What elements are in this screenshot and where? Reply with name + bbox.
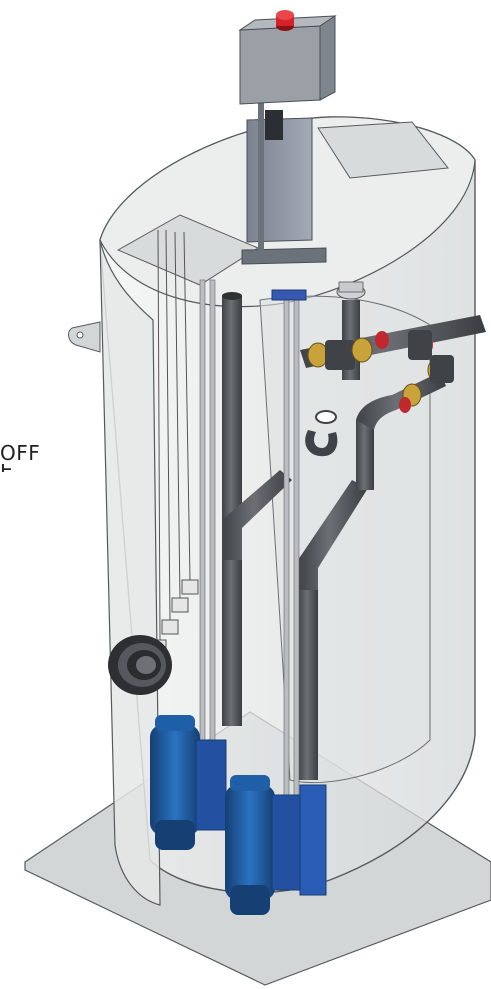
inlet-hub bbox=[108, 635, 172, 695]
access-hatch-right bbox=[317, 121, 449, 179]
rail-bracket bbox=[271, 289, 307, 301]
check-valves bbox=[307, 330, 454, 413]
mounting-tab bbox=[68, 321, 101, 353]
guide-rail-2 bbox=[209, 279, 216, 751]
pipe-u-bend bbox=[305, 430, 338, 457]
float-label-partial: E bbox=[0, 464, 40, 472]
float-label: OFF E bbox=[0, 442, 40, 472]
pump-right bbox=[225, 775, 327, 915]
pump-left bbox=[150, 715, 227, 850]
guide-rail-4 bbox=[293, 299, 300, 801]
float-switches bbox=[149, 229, 199, 655]
guide-rail-1 bbox=[199, 279, 206, 751]
control-box bbox=[238, 15, 337, 265]
discharge-riser-right bbox=[298, 580, 318, 780]
discharge-elbow-right bbox=[298, 480, 368, 590]
pipe-vertical-upper bbox=[356, 420, 374, 490]
tank-front-wall bbox=[99, 239, 161, 906]
alarm-light bbox=[276, 10, 294, 31]
discharge-riser-left bbox=[222, 296, 242, 726]
guide-rail-3 bbox=[283, 299, 290, 801]
discharge-elbow-left bbox=[222, 470, 292, 560]
